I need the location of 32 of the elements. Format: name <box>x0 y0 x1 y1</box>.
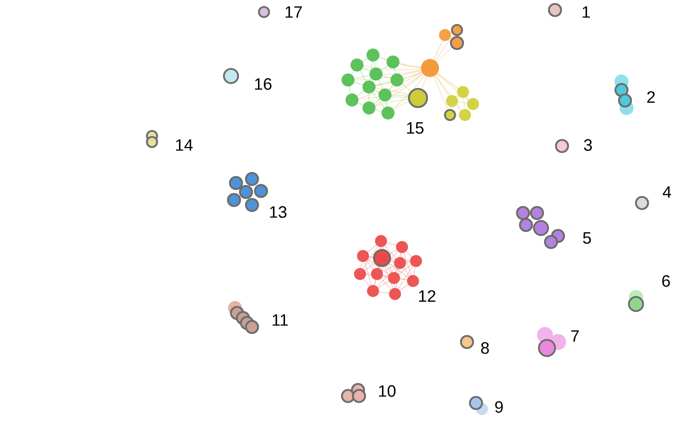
dot-cluster <box>227 172 268 212</box>
dot-cluster <box>146 130 158 148</box>
cluster-number: 4 <box>662 186 672 198</box>
cluster-number: 3 <box>584 139 592 151</box>
network-dot <box>555 139 569 153</box>
network-dot <box>460 335 474 349</box>
cluster-number: 2 <box>647 91 655 103</box>
cluster-number: 11 <box>272 314 288 326</box>
cluster-number: 10 <box>379 385 396 397</box>
network-dot <box>548 3 562 17</box>
cluster-number: 6 <box>662 275 670 287</box>
cluster-number: 5 <box>583 232 591 244</box>
cluster-number: 8 <box>481 342 489 354</box>
cluster-number: 13 <box>270 206 286 218</box>
cluster-number: 15 <box>407 122 424 134</box>
cluster-number: 9 <box>495 401 503 413</box>
dot-cluster <box>516 206 565 249</box>
cluster-number: 16 <box>255 78 272 90</box>
cluster-number: 17 <box>286 6 302 18</box>
network-dot <box>258 6 270 18</box>
cluster-number: 7 <box>571 330 579 342</box>
dot-cluster <box>341 383 366 403</box>
dot-cluster <box>628 290 644 312</box>
cluster-number: 14 <box>176 139 193 151</box>
dot-cluster <box>228 301 259 334</box>
dot-cluster <box>537 327 566 357</box>
network-dot <box>223 68 239 84</box>
dot-cluster <box>469 396 488 415</box>
network-dot <box>635 196 649 210</box>
cluster-number: 1 <box>582 6 590 18</box>
dot-cluster <box>614 74 634 115</box>
cluster-number: 12 <box>419 290 436 302</box>
